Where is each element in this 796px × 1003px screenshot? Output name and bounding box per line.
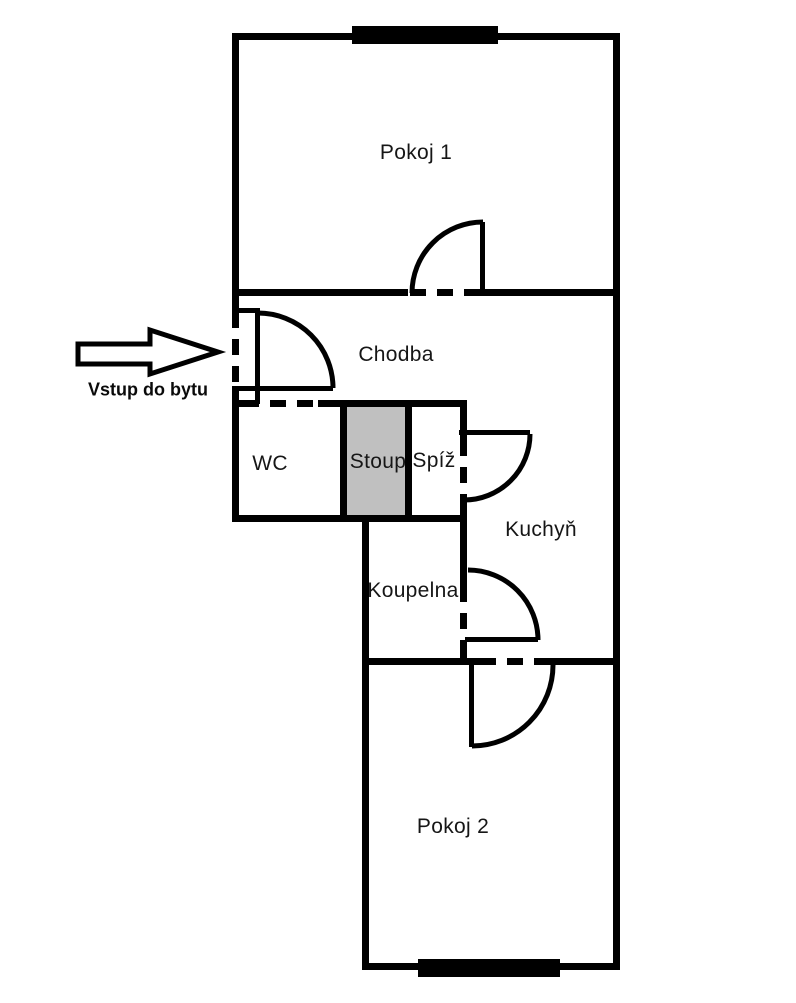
door-leaf-spiz	[459, 430, 530, 435]
wall-wc-top-left	[232, 400, 243, 407]
wall-wc-top-right	[318, 400, 466, 407]
door-leaf-entrance	[255, 308, 260, 404]
door-leaf-pokoj1	[480, 222, 485, 296]
wall-left-above-entrance	[232, 296, 239, 314]
room-label-wc: WC	[252, 452, 288, 475]
entrance-arrow-icon	[75, 326, 227, 378]
wall-wc-stoup	[340, 403, 347, 515]
wall-kuchyn-bottom-left	[362, 658, 480, 665]
room-label-kuchyn: Kuchyň	[505, 518, 577, 541]
wall-right	[613, 33, 620, 970]
door-leaf-pokoj2	[469, 665, 474, 747]
stoup-shaft-fill	[347, 403, 405, 515]
door-arc-koupelna	[467, 567, 541, 641]
wall-stoup-spiz	[405, 403, 412, 515]
door-arc-spiz	[463, 433, 533, 503]
wall-left-pokoj1	[232, 33, 239, 296]
wall-pokoj1-bottom-left	[232, 289, 408, 296]
window-pokoj2-icon	[418, 959, 560, 977]
wall-left-below-entrance	[232, 386, 239, 522]
room-label-chodba: Chodba	[358, 343, 434, 366]
wall-left-lower	[362, 518, 369, 970]
room-label-koupelna: Koupelna	[367, 579, 459, 602]
door-arc-pokoj1	[409, 219, 484, 294]
door-arc-entrance	[257, 310, 336, 389]
wall-koupelna-right-upper	[460, 497, 467, 586]
entrance-label: Vstup do bytu	[88, 379, 208, 400]
room-label-stoup: Stoup	[349, 450, 407, 473]
room-label-pokoj2: Pokoj 2	[416, 815, 490, 838]
windows	[352, 26, 560, 977]
room-label-pokoj1: Pokoj 1	[379, 141, 453, 164]
door-leaf-koupelna	[465, 637, 538, 642]
wall-kuchyn-bottom-right	[548, 658, 620, 665]
door-arc-pokoj2	[471, 664, 556, 749]
entrance-door-stub	[232, 308, 258, 313]
wall-wc-bottom	[232, 515, 466, 522]
doors	[232, 219, 556, 749]
wall-koupelna-right-lower	[460, 640, 467, 662]
entrance-partition-line	[232, 386, 333, 391]
wall-pokoj1-bottom-right	[483, 289, 620, 296]
wall-spiz-right-upper	[460, 400, 467, 440]
window-pokoj1-icon	[352, 26, 498, 44]
room-label-spiz: Spíž	[412, 449, 456, 472]
